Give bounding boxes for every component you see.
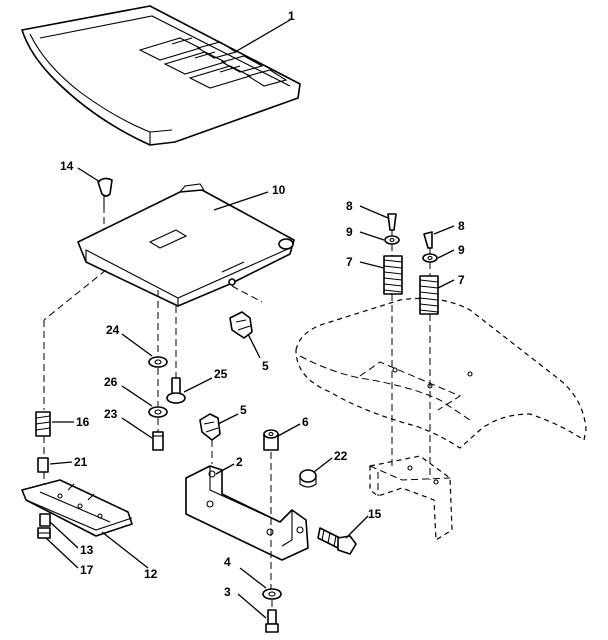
spring-7-right xyxy=(419,275,439,315)
callout-6: 6 xyxy=(302,415,309,429)
clip-lower xyxy=(199,413,221,441)
callout-10: 10 xyxy=(272,183,286,197)
nut-23 xyxy=(152,431,164,451)
seat xyxy=(21,5,301,146)
callout-4: 4 xyxy=(224,555,231,569)
callout-23: 23 xyxy=(104,407,118,421)
callout-8-right: 8 xyxy=(458,219,465,233)
seat-cushion-grid xyxy=(138,37,288,89)
callout-26: 26 xyxy=(104,375,118,389)
bolt-25 xyxy=(166,377,186,404)
slide-rail-12 xyxy=(21,479,133,537)
callout-5-upper: 5 xyxy=(262,359,269,373)
nut-17 xyxy=(37,527,51,539)
spacer-13 xyxy=(39,513,51,527)
seat-pan xyxy=(77,183,295,307)
callout-21: 15 xyxy=(368,507,382,521)
callout-15: 21 xyxy=(74,455,88,469)
washer-26 xyxy=(148,406,168,418)
seat-bracket-2 xyxy=(185,465,309,561)
callout-7-right: 7 xyxy=(458,273,465,287)
callout-13: 13 xyxy=(80,543,94,557)
spring-7-left xyxy=(383,255,403,295)
washer-24 xyxy=(148,356,168,368)
callout-12: 12 xyxy=(144,567,158,581)
spring-assembly-right xyxy=(419,231,439,315)
seat-adjust-knob xyxy=(97,177,113,206)
callout-1: 1 xyxy=(288,9,295,23)
fender-reference xyxy=(295,297,587,449)
callout-5-lower: 5 xyxy=(240,403,247,417)
bolt-3 xyxy=(265,609,279,633)
callout-17: 17 xyxy=(80,563,94,577)
clip-upper xyxy=(229,311,253,339)
rear-support-bracket xyxy=(369,455,453,542)
bolt-21 xyxy=(317,527,357,555)
callout-14: 14 xyxy=(60,159,74,173)
callout-8-left: 8 xyxy=(346,199,353,213)
spring-assembly-left xyxy=(383,213,403,295)
callout-16: 16 xyxy=(76,415,90,429)
nut-22 xyxy=(299,469,317,488)
washer-4 xyxy=(262,588,282,600)
nut-6 xyxy=(263,429,279,451)
spring-16 xyxy=(35,411,51,437)
callout-3: 3 xyxy=(224,585,231,599)
callout-22: 22 xyxy=(334,449,348,463)
callout-2: 2 xyxy=(236,455,243,469)
pin-15 xyxy=(37,457,49,473)
callout-9-right: 9 xyxy=(458,243,465,257)
callout-7-left: 7 xyxy=(346,255,353,269)
callout-25: 25 xyxy=(214,367,228,381)
callout-9-left: 9 xyxy=(346,225,353,239)
callout-24: 24 xyxy=(106,323,120,337)
